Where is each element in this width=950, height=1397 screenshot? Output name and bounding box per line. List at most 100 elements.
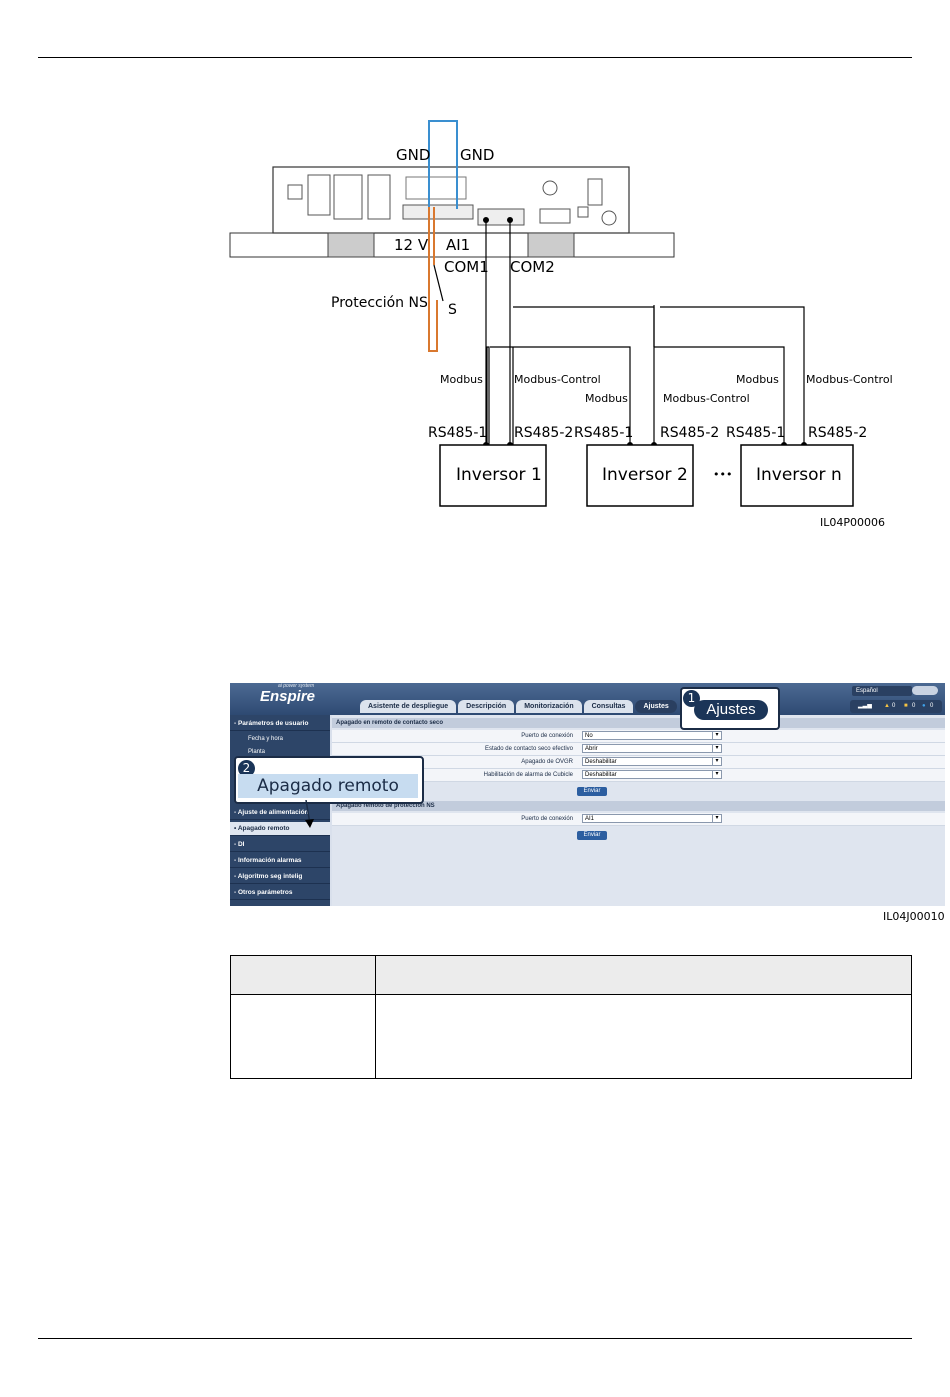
modbus-label: Modbus bbox=[585, 392, 628, 405]
signal-icon: ▂▃▅ bbox=[858, 703, 872, 709]
callout-text: Ajustes bbox=[694, 700, 768, 720]
tab-monitorizacion[interactable]: Monitorización bbox=[516, 700, 582, 713]
section-title-contacto-seco: Apagado en remoto de contacto seco bbox=[332, 718, 945, 728]
chevron-down-icon: ▾ bbox=[712, 815, 721, 822]
sidebar-item-parametros-usuario[interactable]: - Parámetros de usuario bbox=[230, 717, 330, 731]
signal-wire-12v bbox=[428, 207, 438, 352]
select-value: AI1 bbox=[585, 816, 595, 822]
setting-label: Habilitación de alarma de Cubicle bbox=[483, 772, 573, 778]
modbus-control-label: Modbus-Control bbox=[806, 373, 893, 386]
setting-label: Apagado de OVGR bbox=[521, 759, 573, 765]
inverter-box-2 bbox=[586, 444, 694, 507]
modbus-control-label: Modbus-Control bbox=[663, 392, 750, 405]
chevron-down-icon: ▾ bbox=[712, 745, 721, 752]
alarm-status-bar: ▂▃▅ ▲ 0 ■ 0 ● 0 bbox=[850, 700, 942, 713]
tab-ajustes[interactable]: Ajustes bbox=[635, 700, 677, 713]
warning-icon: ▲ bbox=[884, 703, 890, 709]
tab-asistente[interactable]: Asistente de despliegue bbox=[360, 700, 457, 713]
parameter-table bbox=[230, 955, 912, 1079]
gnd-wire bbox=[428, 120, 458, 209]
rs485-label: RS485-2 bbox=[808, 425, 867, 441]
inverter-label: Inversor n bbox=[756, 465, 842, 485]
header-rule bbox=[38, 57, 912, 58]
setting-row: Habilitación de alarma de Cubicle Deshab… bbox=[332, 769, 945, 782]
select-value: Deshabilitar bbox=[585, 772, 617, 778]
setting-label: Puerto de conexión bbox=[521, 816, 573, 822]
select-value: No bbox=[585, 733, 593, 739]
estado-contacto-select[interactable]: Abrir ▾ bbox=[582, 744, 722, 753]
proteccion-ns-label: Protección NS bbox=[331, 295, 428, 311]
switch-s bbox=[433, 264, 444, 302]
inverter-label: Inversor 2 bbox=[602, 465, 688, 485]
table-cell bbox=[230, 994, 376, 1079]
inverter-label: Inversor 1 bbox=[456, 465, 542, 485]
puerto-conexion-ns-select[interactable]: AI1 ▾ bbox=[582, 814, 722, 823]
rs485-label: RS485-1 bbox=[574, 425, 633, 441]
enviar-button[interactable]: Enviar bbox=[577, 787, 607, 796]
callout-pointer bbox=[305, 800, 314, 828]
main-tabs: Asistente de despliegue Descripción Moni… bbox=[360, 700, 677, 713]
footer-rule bbox=[38, 1338, 912, 1339]
modbus-control-label: Modbus-Control bbox=[514, 373, 601, 386]
sidebar-item-apagado-remoto[interactable]: • Apagado remoto bbox=[230, 822, 330, 836]
chevron-down-icon: ▾ bbox=[712, 771, 721, 778]
sidebar-item-otros-parametros[interactable]: - Otros parámetros bbox=[230, 886, 330, 900]
tab-consultas[interactable]: Consultas bbox=[583, 700, 634, 713]
device-illustration bbox=[229, 166, 675, 258]
enviar-button[interactable]: Enviar bbox=[577, 831, 607, 840]
table-cell bbox=[375, 994, 912, 1079]
alarm-count: 0 bbox=[892, 703, 896, 709]
tab-descripcion[interactable]: Descripción bbox=[458, 700, 515, 713]
rs485-label: RS485-1 bbox=[726, 425, 785, 441]
chevron-down-icon: ▾ bbox=[712, 758, 721, 765]
callout-text: Apagado remoto bbox=[238, 774, 418, 798]
alarm-icon: ■ bbox=[904, 703, 908, 709]
inverter-box-n bbox=[740, 444, 854, 507]
sidebar-subitem-fecha-hora[interactable]: Fecha y hora bbox=[248, 736, 284, 742]
setting-row: Puerto de conexión AI1 ▾ bbox=[332, 813, 945, 826]
logo-subtitle: ai power system bbox=[278, 683, 315, 689]
select-value: Deshabilitar bbox=[585, 759, 617, 765]
setting-label: Puerto de conexión bbox=[521, 733, 573, 739]
v12-label: 12 V bbox=[394, 236, 429, 254]
setting-row: Estado de contacto seco efectivo Abrir▾ bbox=[332, 743, 945, 756]
callout-apagado-remoto: 2 Apagado remoto bbox=[234, 756, 424, 804]
callout-ajustes: 1 Ajustes bbox=[680, 687, 780, 730]
sidebar-item-di[interactable]: - DI bbox=[230, 838, 330, 852]
gnd-label-right: GND bbox=[460, 146, 494, 164]
ui-header: ai power system Enspire Español Asistent… bbox=[230, 683, 945, 715]
alarm-count: 0 bbox=[930, 703, 934, 709]
language-button[interactable] bbox=[912, 686, 938, 695]
select-value: Abrir bbox=[585, 746, 598, 752]
webui-screenshot: ai power system Enspire Español Asistent… bbox=[230, 683, 945, 906]
logo-text: Enspire bbox=[260, 688, 316, 705]
alarma-cubicle-select[interactable]: Deshabilitar ▾ bbox=[582, 770, 722, 779]
logo: ai power system Enspire bbox=[260, 683, 316, 705]
sidebar-item-ajuste-alimentacion[interactable]: - Ajuste de alimentación bbox=[230, 806, 330, 820]
sidebar-item-informacion-alarmas[interactable]: - Información alarmas bbox=[230, 854, 330, 868]
puerto-conexion-select[interactable]: No▾ bbox=[582, 731, 722, 740]
sidebar: - Parámetros de usuario Fecha y hora Pla… bbox=[230, 715, 330, 906]
apagado-ovgr-select[interactable]: Deshabilitar ▾ bbox=[582, 757, 722, 766]
setting-row: Puerto de conexión No▾ bbox=[332, 730, 945, 743]
sidebar-item-algoritmo[interactable]: - Algoritmo seg intelig bbox=[230, 870, 330, 884]
gnd-label-left: GND bbox=[396, 146, 430, 164]
table-header-cell bbox=[375, 955, 912, 995]
language-select[interactable]: Español bbox=[852, 686, 912, 696]
sidebar-subitem-planta[interactable]: Planta bbox=[248, 749, 266, 755]
switch-label: S bbox=[448, 302, 457, 318]
modbus-label: Modbus bbox=[440, 373, 483, 386]
ellipsis: ••• bbox=[713, 468, 732, 481]
inverter-box-1 bbox=[439, 444, 547, 507]
rs485-label: RS485-2 bbox=[514, 425, 573, 441]
ai1-label: AI1 bbox=[446, 236, 470, 254]
callout-number: 2 bbox=[238, 760, 255, 777]
wiring-diagram: GND GND 12 V AI1 COM1 COM2 Protección NS… bbox=[229, 120, 893, 529]
alarm-count: 0 bbox=[912, 703, 916, 709]
setting-row: Apagado de OVGR Deshabilitar ▾ bbox=[332, 756, 945, 769]
info-icon: ● bbox=[922, 703, 926, 709]
settings-panel: Apagado en remoto de contacto seco Puert… bbox=[332, 715, 945, 906]
rs485-label: RS485-1 bbox=[428, 425, 487, 441]
modbus-label: Modbus bbox=[736, 373, 779, 386]
rs485-label: RS485-2 bbox=[660, 425, 719, 441]
